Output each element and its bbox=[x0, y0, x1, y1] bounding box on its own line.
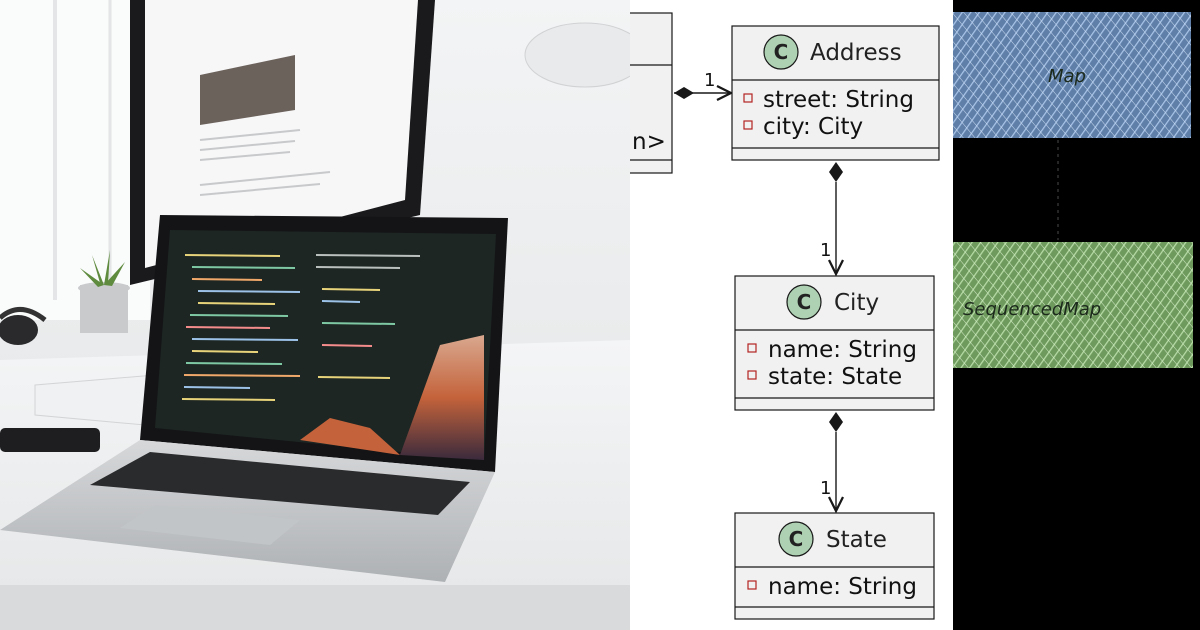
class-icon bbox=[763, 34, 799, 70]
class-address: C Address street: String city: City bbox=[731, 25, 940, 161]
class-attribute: name: String bbox=[768, 574, 917, 600]
class-attribute: city: City bbox=[763, 114, 863, 140]
partial-class-box: n> bbox=[630, 12, 673, 174]
monitor-screen-image bbox=[200, 55, 295, 125]
class-name: Address bbox=[810, 40, 902, 66]
sketch-canvas: Map SequencedMap bbox=[953, 12, 1193, 368]
plant-leaves bbox=[80, 250, 125, 287]
class-icon-letter: C bbox=[774, 40, 789, 64]
private-visibility-icon bbox=[747, 343, 757, 353]
multiplicity-label: 1 bbox=[820, 478, 831, 499]
uml-class-diagram: n> 1 C Address street: String city: City… bbox=[630, 0, 953, 630]
monitor-text-lines bbox=[199, 129, 331, 196]
class-attribute: name: String bbox=[768, 337, 917, 363]
sketch-diagram: Map SequencedMap bbox=[953, 0, 1200, 630]
private-visibility-icon bbox=[743, 120, 753, 130]
window-light bbox=[0, 0, 150, 320]
sketch-label: Map bbox=[1048, 66, 1086, 87]
plant-pot bbox=[80, 285, 128, 333]
association-city-state: 1 bbox=[820, 412, 843, 511]
workspace-photo bbox=[0, 0, 630, 630]
composition-diamond bbox=[829, 412, 843, 432]
multiplicity-label: 1 bbox=[820, 240, 831, 261]
class-city-box bbox=[734, 275, 935, 411]
lamp-shade bbox=[524, 22, 630, 88]
association-partial-address: 1 bbox=[674, 70, 731, 99]
composition-diamond bbox=[674, 87, 694, 99]
monitor-screen bbox=[145, 0, 418, 268]
class-icon bbox=[786, 284, 822, 320]
private-visibility-icon bbox=[747, 580, 757, 590]
uml-diagram-canvas: n> 1 C Address street: String city: City… bbox=[630, 12, 940, 620]
sketch-block-sequencedmap: SequencedMap bbox=[953, 242, 1193, 368]
class-icon bbox=[778, 521, 814, 557]
class-icon-letter: C bbox=[797, 290, 812, 314]
class-state: C State name: String bbox=[734, 512, 935, 620]
class-attribute: street: String bbox=[763, 87, 914, 113]
laptop-code-lines bbox=[181, 254, 421, 401]
class-name: State bbox=[826, 527, 887, 553]
laptop-trackpad bbox=[120, 505, 300, 545]
multiplicity-label: 1 bbox=[704, 70, 715, 91]
class-attribute: state: State bbox=[768, 364, 902, 390]
class-name: City bbox=[834, 290, 879, 316]
sketch-block-map: Map bbox=[953, 12, 1191, 138]
composition-diamond bbox=[829, 162, 843, 182]
class-state-box bbox=[734, 512, 935, 620]
private-visibility-icon bbox=[747, 370, 757, 380]
class-icon-letter: C bbox=[789, 527, 804, 551]
private-visibility-icon bbox=[743, 93, 753, 103]
laptop-wallpaper bbox=[400, 335, 484, 460]
workspace-photo-illustration bbox=[0, 0, 630, 630]
headphones bbox=[0, 307, 47, 322]
class-city: C City name: String state: State bbox=[734, 275, 935, 411]
laptop-keyboard bbox=[90, 452, 470, 515]
association-address-city: 1 bbox=[820, 162, 843, 274]
sketch-label: SequencedMap bbox=[963, 299, 1101, 320]
partial-class-text: n> bbox=[632, 129, 666, 155]
smartphone bbox=[0, 428, 100, 452]
